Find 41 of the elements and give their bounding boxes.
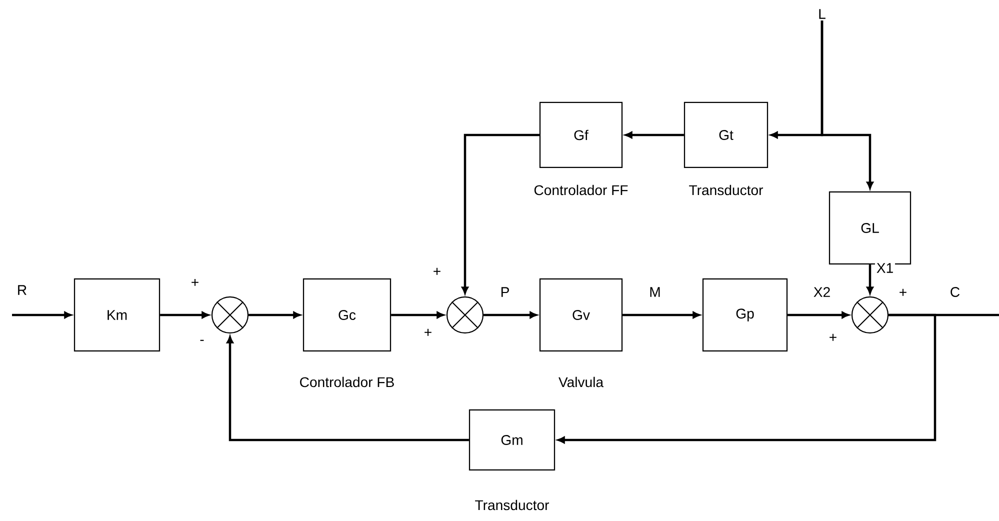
block-caption: Valvula: [558, 376, 604, 388]
block-box: Gf: [539, 102, 623, 168]
block-box: Gm: [468, 409, 556, 471]
block-caption: Controlador FB: [300, 376, 394, 388]
summing-junction: [211, 296, 249, 334]
block-box: Gv: [539, 278, 623, 352]
arrow: [625, 132, 684, 138]
signal-label: C: [948, 286, 962, 298]
arrow: [391, 312, 444, 318]
arrow: [622, 312, 700, 318]
summing-junction: [851, 296, 889, 334]
signal-label: X1: [875, 262, 895, 274]
arrow: [12, 312, 72, 318]
arrow: [866, 264, 874, 294]
arrow: [248, 312, 300, 318]
arrow: [484, 312, 537, 318]
summing-junction: [446, 296, 484, 334]
arrow: [462, 134, 540, 294]
arrow: [558, 314, 936, 444]
arrow: [788, 312, 849, 318]
arrow: [160, 312, 209, 318]
signal-label: L: [819, 9, 826, 19]
block-box: Km: [74, 278, 160, 352]
signal-label: X2: [812, 286, 832, 298]
arrow: [820, 20, 874, 189]
arrow: [226, 336, 469, 442]
sign-label: +: [192, 278, 198, 286]
sign-label: +: [900, 288, 906, 296]
block-box: Gc: [302, 278, 392, 352]
signal-label: M: [648, 286, 662, 298]
signal-label: P: [498, 286, 512, 298]
sign-label: +: [434, 268, 440, 275]
block-caption: Transductor: [689, 184, 764, 196]
signal-label: R: [16, 284, 28, 296]
block-box: Gt: [684, 102, 768, 168]
block-caption: Transductor: [475, 500, 550, 510]
sign-label: +: [830, 334, 836, 341]
sign-label: -: [200, 340, 204, 341]
block-box: Gp: [702, 278, 788, 352]
sign-label: +: [424, 328, 432, 336]
block-caption: Controlador FF: [534, 184, 628, 196]
